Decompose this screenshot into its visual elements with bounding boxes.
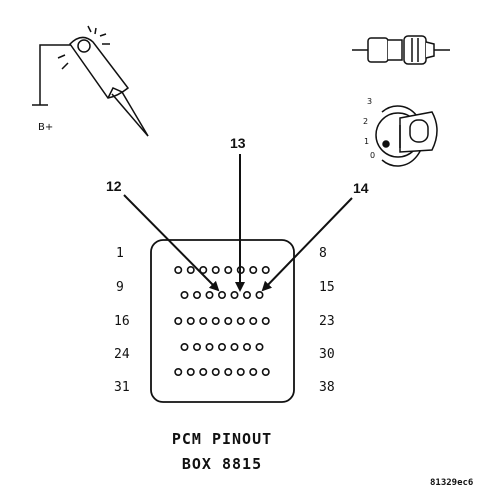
connector-pin <box>218 290 227 299</box>
ignition-position-1: 1 <box>364 137 369 146</box>
connector-pin <box>236 316 245 325</box>
arrow-12 <box>123 194 220 292</box>
callout-14: 14 <box>353 180 369 196</box>
connector-pin <box>249 265 258 274</box>
diagram-title-line2: BOX 8815 <box>182 455 262 473</box>
connector-pin <box>174 316 183 325</box>
pin-label-left-5: 31 <box>114 380 130 395</box>
connector-pin <box>255 290 264 299</box>
diagram-title-line1: PCM PINOUT <box>172 430 272 448</box>
figure-reference: 81329ec6 <box>430 478 473 488</box>
ignition-key-icon <box>375 105 438 167</box>
callout-12: 12 <box>106 178 122 194</box>
pin-label-right-5: 38 <box>319 380 335 395</box>
pin-label-right-3: 23 <box>319 314 335 329</box>
pin-label-right-4: 30 <box>319 347 335 362</box>
pcm-connector-body <box>150 239 295 403</box>
connector-pin <box>261 265 270 274</box>
pin-label-right-1: 8 <box>319 246 327 261</box>
pin-label-left-4: 24 <box>114 347 130 362</box>
connector-pin <box>249 316 258 325</box>
connector-pin <box>261 316 270 325</box>
ignition-position-2: 2 <box>363 117 368 126</box>
connector-pin <box>205 290 214 299</box>
connector-icon <box>352 35 450 65</box>
connector-pin <box>193 290 202 299</box>
pin-label-right-2: 15 <box>319 280 335 295</box>
connector-pin <box>199 316 208 325</box>
connector-pin <box>180 290 189 299</box>
connector-pin <box>218 342 227 351</box>
connector-pin <box>243 290 252 299</box>
connector-pin <box>174 367 183 376</box>
ignition-position-3: 3 <box>367 97 372 106</box>
connector-pin <box>230 290 239 299</box>
connector-pin <box>174 265 183 274</box>
connector-pin <box>193 342 202 351</box>
pin-label-left-1: 1 <box>116 246 124 261</box>
connector-pin <box>205 342 214 351</box>
connector-pin <box>224 316 233 325</box>
pin-label-left-2: 9 <box>116 280 124 295</box>
connector-pin <box>224 265 233 274</box>
pin-grid <box>174 265 270 376</box>
arrow-14 <box>261 197 353 292</box>
connector-pin <box>211 316 220 325</box>
connector-pin <box>243 342 252 351</box>
connector-pin <box>255 342 264 351</box>
connector-pin <box>211 367 220 376</box>
callout-13: 13 <box>230 135 246 151</box>
connector-pin <box>199 367 208 376</box>
connector-pin <box>236 367 245 376</box>
connector-pin <box>186 265 195 274</box>
connector-pin <box>180 342 189 351</box>
connector-pin <box>186 316 195 325</box>
connector-pin <box>261 367 270 376</box>
connector-pin <box>230 342 239 351</box>
connector-pin <box>186 367 195 376</box>
connector-pin <box>224 367 233 376</box>
connector-pin <box>211 265 220 274</box>
test-light-icon <box>32 25 149 137</box>
connector-pin <box>199 265 208 274</box>
pin-label-left-3: 16 <box>114 314 130 329</box>
connector-pin <box>249 367 258 376</box>
b-plus-label: B+ <box>38 122 53 133</box>
ignition-position-0: 0 <box>370 151 375 160</box>
